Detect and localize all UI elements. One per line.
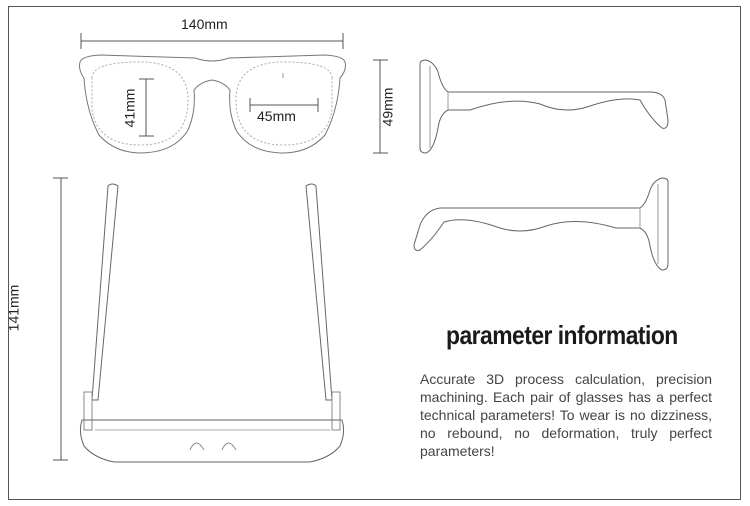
temple-length-dimension-line bbox=[53, 177, 68, 461]
lens-width-dimension-line bbox=[249, 98, 319, 112]
frame-height-dimension-line bbox=[373, 59, 388, 154]
parameter-description: Accurate 3D process calculation, precisi… bbox=[420, 371, 712, 459]
outer-frame bbox=[8, 6, 741, 500]
total-width-label: 140mm bbox=[181, 16, 228, 32]
lens-height-label: 41mm bbox=[121, 88, 138, 128]
front-view-glasses bbox=[79, 54, 346, 154]
width-dimension-line bbox=[80, 33, 344, 49]
lens-width-label: 45mm bbox=[257, 108, 296, 124]
lens-height-dimension-line bbox=[139, 78, 154, 137]
frame-height-label: 49mm bbox=[379, 87, 396, 127]
temple-length-label: 141mm bbox=[5, 284, 22, 332]
side-view-left bbox=[413, 177, 669, 271]
side-view-right bbox=[419, 59, 669, 154]
parameter-title: parameter information bbox=[446, 320, 678, 350]
top-view-glasses bbox=[79, 183, 345, 463]
